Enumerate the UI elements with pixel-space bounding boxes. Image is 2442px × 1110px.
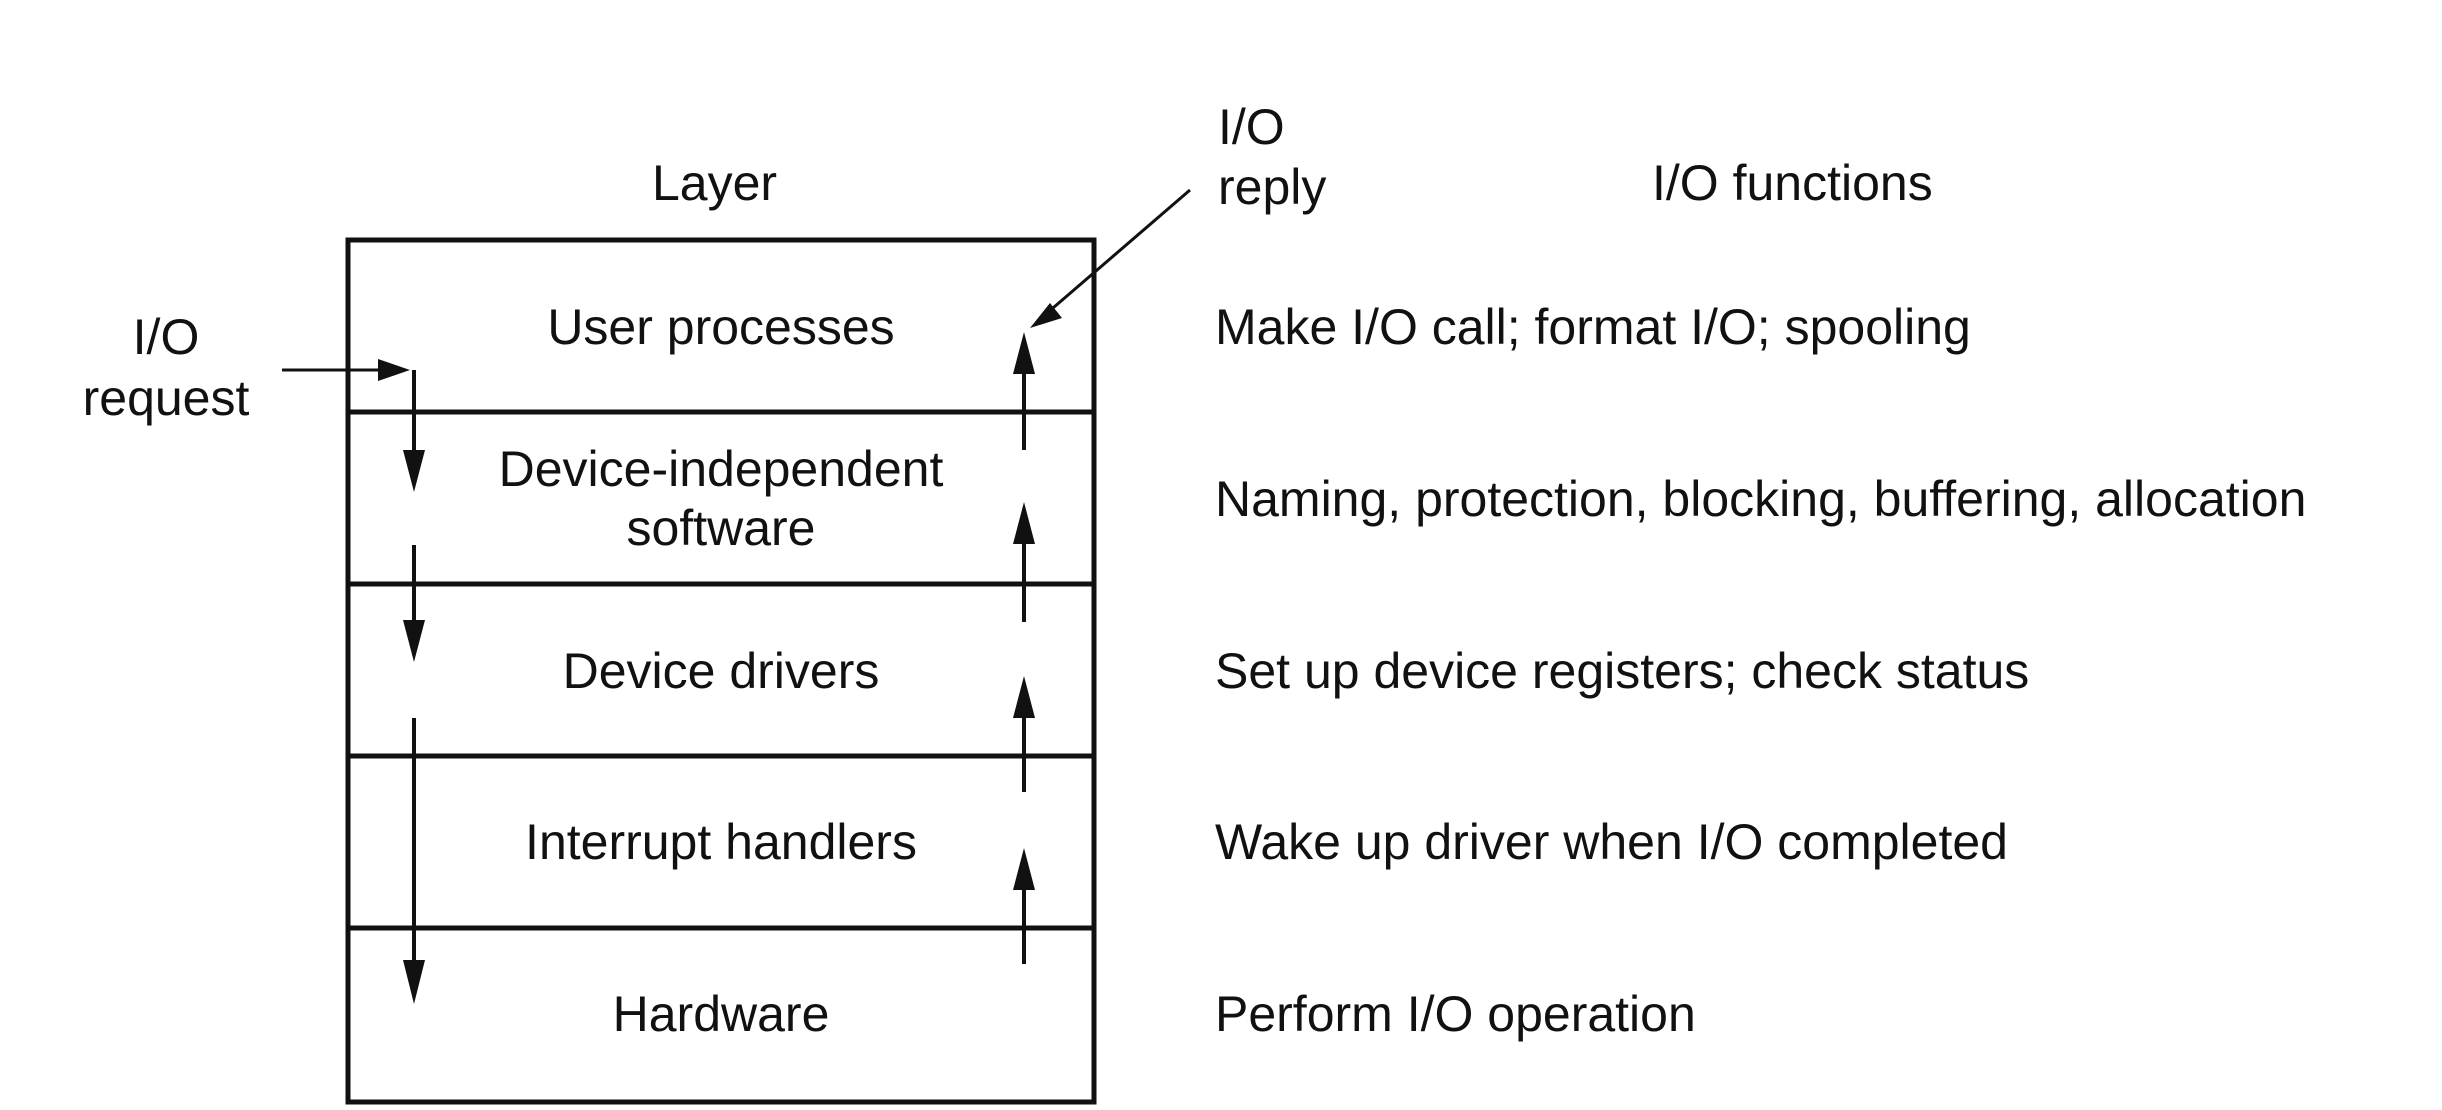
request-down-arrows: [403, 370, 425, 1004]
reply-exit-arrow: [1030, 188, 1191, 328]
layer-name-device-drivers: Device drivers: [562, 643, 880, 699]
function-device-drivers: Set up device registers; check status: [1215, 643, 2030, 699]
functions-column-header: I/O functions: [1652, 155, 1933, 211]
down-arrow-1: [403, 370, 425, 492]
layer-stack-box: [345, 237, 1097, 1105]
layer-name-user-processes: User processes: [547, 299, 895, 355]
io-request-label-line1: I/O: [132, 309, 200, 365]
io-request-label-line2: request: [82, 370, 250, 426]
function-interrupt-handlers: Wake up driver when I/O completed: [1215, 814, 2008, 870]
io-reply-label-line1: I/O: [1218, 99, 1285, 155]
layer-name-device-independent-software: Device-independent software: [498, 441, 944, 556]
io-reply-label-line2: reply: [1218, 159, 1327, 215]
up-arrow-4: [1013, 848, 1035, 964]
function-hardware: Perform I/O operation: [1215, 986, 1696, 1042]
reply-up-arrows: [1013, 332, 1035, 964]
layer-column-header: Layer: [652, 155, 778, 211]
function-device-independent-software: Naming, protection, blocking, buffering,…: [1215, 471, 2307, 527]
function-user-processes: Make I/O call; format I/O; spooling: [1215, 299, 1971, 355]
request-entry-arrow: [282, 359, 410, 381]
layer-name-hardware: Hardware: [612, 986, 830, 1042]
up-arrow-3: [1013, 676, 1035, 792]
down-arrow-3: [403, 718, 425, 1004]
down-arrow-2: [403, 545, 425, 662]
up-arrow-1: [1013, 332, 1035, 450]
up-arrow-2: [1013, 502, 1035, 622]
layer-name-interrupt-handlers: Interrupt handlers: [525, 814, 917, 870]
